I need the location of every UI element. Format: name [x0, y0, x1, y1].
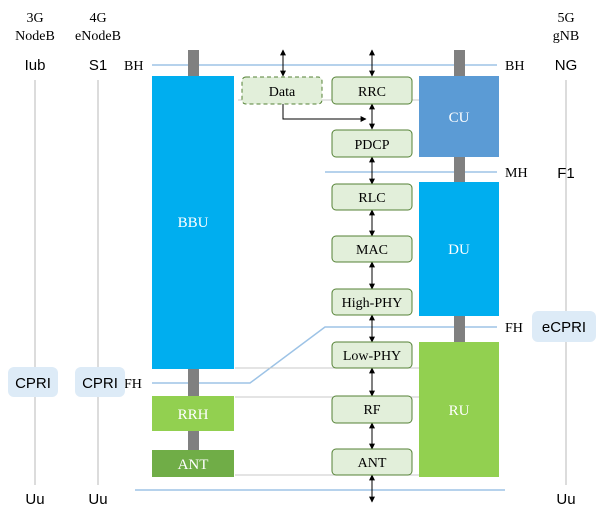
ru-label: RU: [449, 403, 470, 419]
5g-ng-label: NG: [555, 57, 578, 74]
bh-right-label: BH: [505, 59, 524, 74]
5g-ecpri-badge: [532, 311, 596, 342]
5g-f1-label: F1: [557, 165, 575, 182]
fronthaul-line: [152, 326, 497, 384]
bh-left-label: BH: [124, 59, 143, 74]
3g-iub-label: Iub: [25, 57, 46, 74]
cu-block: [419, 76, 499, 157]
3g-subtitle: NodeB: [15, 29, 55, 44]
ant-stack-block: [331, 448, 413, 476]
du-label: DU: [448, 242, 470, 258]
mac-block: [331, 235, 413, 263]
5g-title: 5G: [557, 11, 574, 26]
4g-cpri-badge: [75, 367, 125, 397]
mac-label: MAC: [356, 243, 388, 258]
bbu-label: BBU: [178, 215, 209, 231]
ant-4g-label: ANT: [178, 457, 209, 473]
4g-uu-label: Uu: [88, 491, 107, 508]
4g-subtitle: eNodeB: [75, 29, 121, 44]
rlc-block: [331, 183, 413, 211]
rrh-block: [152, 396, 234, 431]
data-label: Data: [269, 85, 296, 100]
cu-label: CU: [449, 110, 470, 126]
ant-stack-label: ANT: [358, 456, 387, 471]
fh-right-label: FH: [505, 321, 523, 336]
5g-subtitle: gNB: [553, 29, 579, 44]
rf-block: [331, 395, 413, 424]
rrh-label: RRH: [178, 407, 209, 423]
low-phy-block: [331, 341, 413, 369]
4g-title: 4G: [89, 11, 106, 26]
3g-title: 3G: [26, 11, 43, 26]
data-block: [241, 76, 323, 105]
du-block: [419, 182, 499, 316]
5g-uu-label: Uu: [556, 491, 575, 508]
3g-cpri-badge: [8, 367, 58, 397]
4g-s1-label: S1: [89, 57, 107, 74]
rlc-label: RLC: [358, 191, 385, 206]
rf-label: RF: [363, 403, 380, 418]
3g-uu-label: Uu: [25, 491, 44, 508]
rrc-block: [331, 76, 413, 105]
high-phy-label: High-PHY: [342, 296, 403, 311]
fh-left-label: FH: [124, 377, 142, 392]
3g-cpri-label: CPRI: [15, 375, 51, 392]
pdcp-block: [331, 129, 413, 158]
low-phy-label: Low-PHY: [343, 349, 401, 364]
rrc-label: RRC: [358, 85, 386, 100]
pdcp-label: PDCP: [354, 138, 389, 153]
bbu-block: [152, 76, 234, 369]
data-to-pdcp-arrow: [282, 104, 367, 122]
high-phy-block: [331, 288, 413, 316]
ant-block-4g: [152, 450, 234, 477]
mh-right-label: MH: [505, 166, 528, 181]
4g-cpri-label: CPRI: [82, 375, 118, 392]
5g-ecpri-label: eCPRI: [542, 319, 586, 336]
ru-block: [419, 342, 499, 477]
